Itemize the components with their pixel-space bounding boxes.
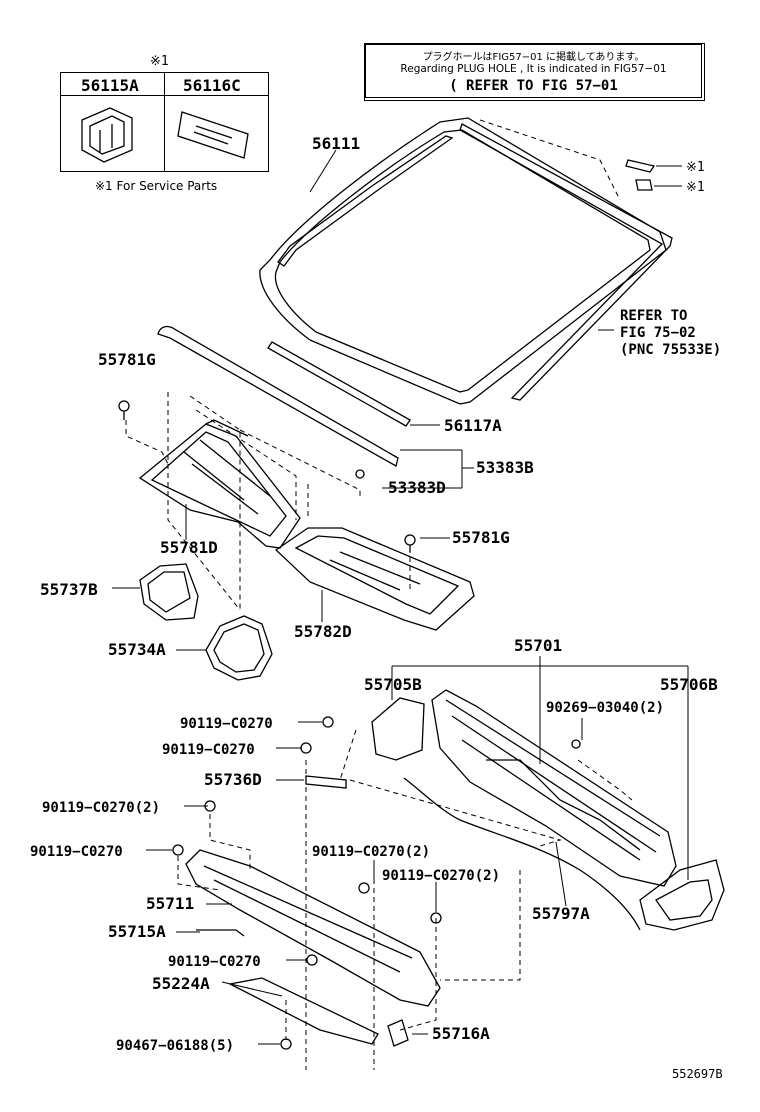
label-53383d: 53383D bbox=[388, 478, 446, 497]
service-mark-2: ※1 bbox=[686, 180, 705, 195]
cowl-seal-strip bbox=[157, 325, 399, 467]
service-mark-1: ※1 bbox=[686, 160, 705, 175]
note-line3: ( REFER TO FIG 57−01 bbox=[449, 78, 618, 94]
figure-number: 552697B bbox=[672, 1067, 723, 1081]
label-55782d: 55782D bbox=[294, 622, 352, 641]
label-90119-7: 90119−C0270 bbox=[168, 954, 261, 970]
label-55711: 55711 bbox=[146, 894, 195, 913]
label-56111: 56111 bbox=[312, 134, 361, 153]
part-55737b bbox=[139, 563, 199, 621]
legend-col2: 56116C bbox=[183, 76, 241, 95]
assembly-dashed-lines bbox=[125, 119, 633, 1070]
label-55737b: 55737B bbox=[40, 580, 98, 599]
part-55705b bbox=[371, 697, 425, 761]
label-55781g-a: 55781G bbox=[98, 350, 156, 369]
note-line2: Regarding PLUG HOLE , It is indicated in… bbox=[400, 63, 667, 75]
label-55716a: 55716A bbox=[432, 1024, 490, 1043]
bracket-55736d bbox=[305, 775, 347, 789]
part-55734a-seal-inner bbox=[213, 623, 265, 673]
label-90119-3: 90119−C0270(2) bbox=[42, 800, 161, 816]
clip-part-a bbox=[625, 159, 656, 173]
clip-part-b bbox=[635, 179, 653, 191]
note-line1: プラグホールはFIG57−01 に掲載してあります。 bbox=[422, 52, 645, 63]
label-90119-6: 90119−C0270(2) bbox=[382, 868, 501, 884]
label-55715a: 55715A bbox=[108, 922, 166, 941]
label-90119-2: 90119−C0270 bbox=[162, 742, 255, 758]
plug-hole-note: プラグホールはFIG57−01 に掲載してあります。 Regarding PLU… bbox=[365, 44, 702, 98]
service-parts-legend: 56115A 56116C bbox=[60, 72, 269, 172]
cowl-top-panel-right bbox=[274, 527, 475, 631]
label-90119-5: 90119−C0270(2) bbox=[312, 844, 431, 860]
label-90467: 90467−06188(5) bbox=[116, 1038, 235, 1054]
leader-lines bbox=[112, 149, 689, 1045]
label-55734a: 55734A bbox=[108, 640, 166, 659]
label-55701: 55701 bbox=[514, 636, 563, 655]
label-55797a: 55797A bbox=[532, 904, 590, 923]
label-55781d: 55781D bbox=[160, 538, 218, 557]
lower-cowl-55711 bbox=[185, 849, 441, 1007]
part-56116c-sketch bbox=[177, 111, 249, 159]
windshield-glass bbox=[259, 117, 667, 405]
part-55706b-inner bbox=[655, 879, 713, 921]
legend-mark: ※1 bbox=[150, 54, 169, 69]
legend-footnote: ※1 For Service Parts bbox=[95, 179, 218, 193]
part-55224a bbox=[228, 977, 379, 1045]
legend-divider bbox=[164, 73, 165, 171]
refer-line3: (PNC 75533E) bbox=[620, 342, 722, 358]
label-55224a: 55224A bbox=[152, 974, 210, 993]
hose-55797a bbox=[403, 777, 641, 931]
label-90269: 90269−03040(2) bbox=[546, 700, 665, 716]
dash-panel-55701 bbox=[431, 689, 677, 887]
side-molding bbox=[459, 123, 673, 401]
cowl-top-panel-left bbox=[138, 419, 301, 549]
part-56115a-sketch bbox=[81, 107, 133, 163]
label-53383b: 53383B bbox=[476, 458, 534, 477]
molding-56117a bbox=[267, 341, 411, 427]
bolts bbox=[118, 400, 581, 1050]
upper-molding bbox=[277, 135, 454, 267]
clip-55716a bbox=[387, 1019, 409, 1047]
legend-col1: 56115A bbox=[81, 76, 139, 95]
part-55737b-inner bbox=[147, 571, 191, 613]
label-90119-1: 90119−C0270 bbox=[180, 716, 273, 732]
part-55706b bbox=[639, 859, 725, 931]
note-outer-frame bbox=[364, 43, 705, 101]
label-55705b: 55705B bbox=[364, 675, 422, 694]
refer-line2: FIG 75−02 bbox=[620, 325, 696, 341]
label-55736d: 55736D bbox=[204, 770, 262, 789]
label-90119-4: 90119−C0270 bbox=[30, 844, 123, 860]
label-55781g-b: 55781G bbox=[452, 528, 510, 547]
refer-line1: REFER TO bbox=[620, 308, 688, 324]
part-55715a bbox=[196, 929, 245, 937]
part-55734a-seal bbox=[205, 615, 273, 681]
label-56117a: 56117A bbox=[444, 416, 502, 435]
label-55706b: 55706B bbox=[660, 675, 718, 694]
